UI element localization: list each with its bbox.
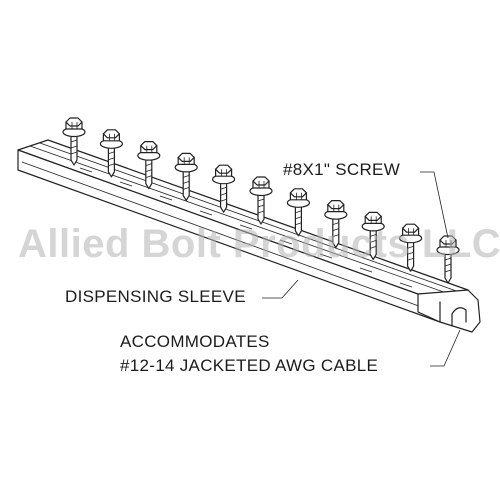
watermark-text: Allied Bolt Products LLC	[18, 222, 500, 266]
sleeve-slots	[79, 167, 413, 288]
screw-label: #8X1" SCREW	[283, 160, 401, 179]
cable-label-line2: #12-14 JACKETED AWG CABLE	[120, 356, 379, 375]
leader-lines	[262, 171, 461, 367]
screw	[436, 235, 460, 284]
screw	[62, 117, 86, 166]
screw	[399, 223, 423, 272]
screw	[286, 188, 310, 237]
screw	[174, 152, 198, 201]
cable-label-line1: ACCOMMODATES	[120, 332, 270, 351]
screw	[137, 141, 161, 190]
screw	[361, 211, 385, 260]
cable-leader	[430, 329, 461, 367]
screw	[99, 129, 124, 178]
screw-leader	[420, 171, 449, 239]
sleeve-label: DISPENSING SLEEVE	[65, 287, 246, 306]
screw-row	[62, 117, 460, 284]
screw	[249, 176, 273, 225]
dispensing-sleeve	[17, 139, 481, 333]
screw	[324, 200, 348, 249]
screw	[212, 164, 236, 213]
sleeve-leader	[262, 279, 299, 299]
